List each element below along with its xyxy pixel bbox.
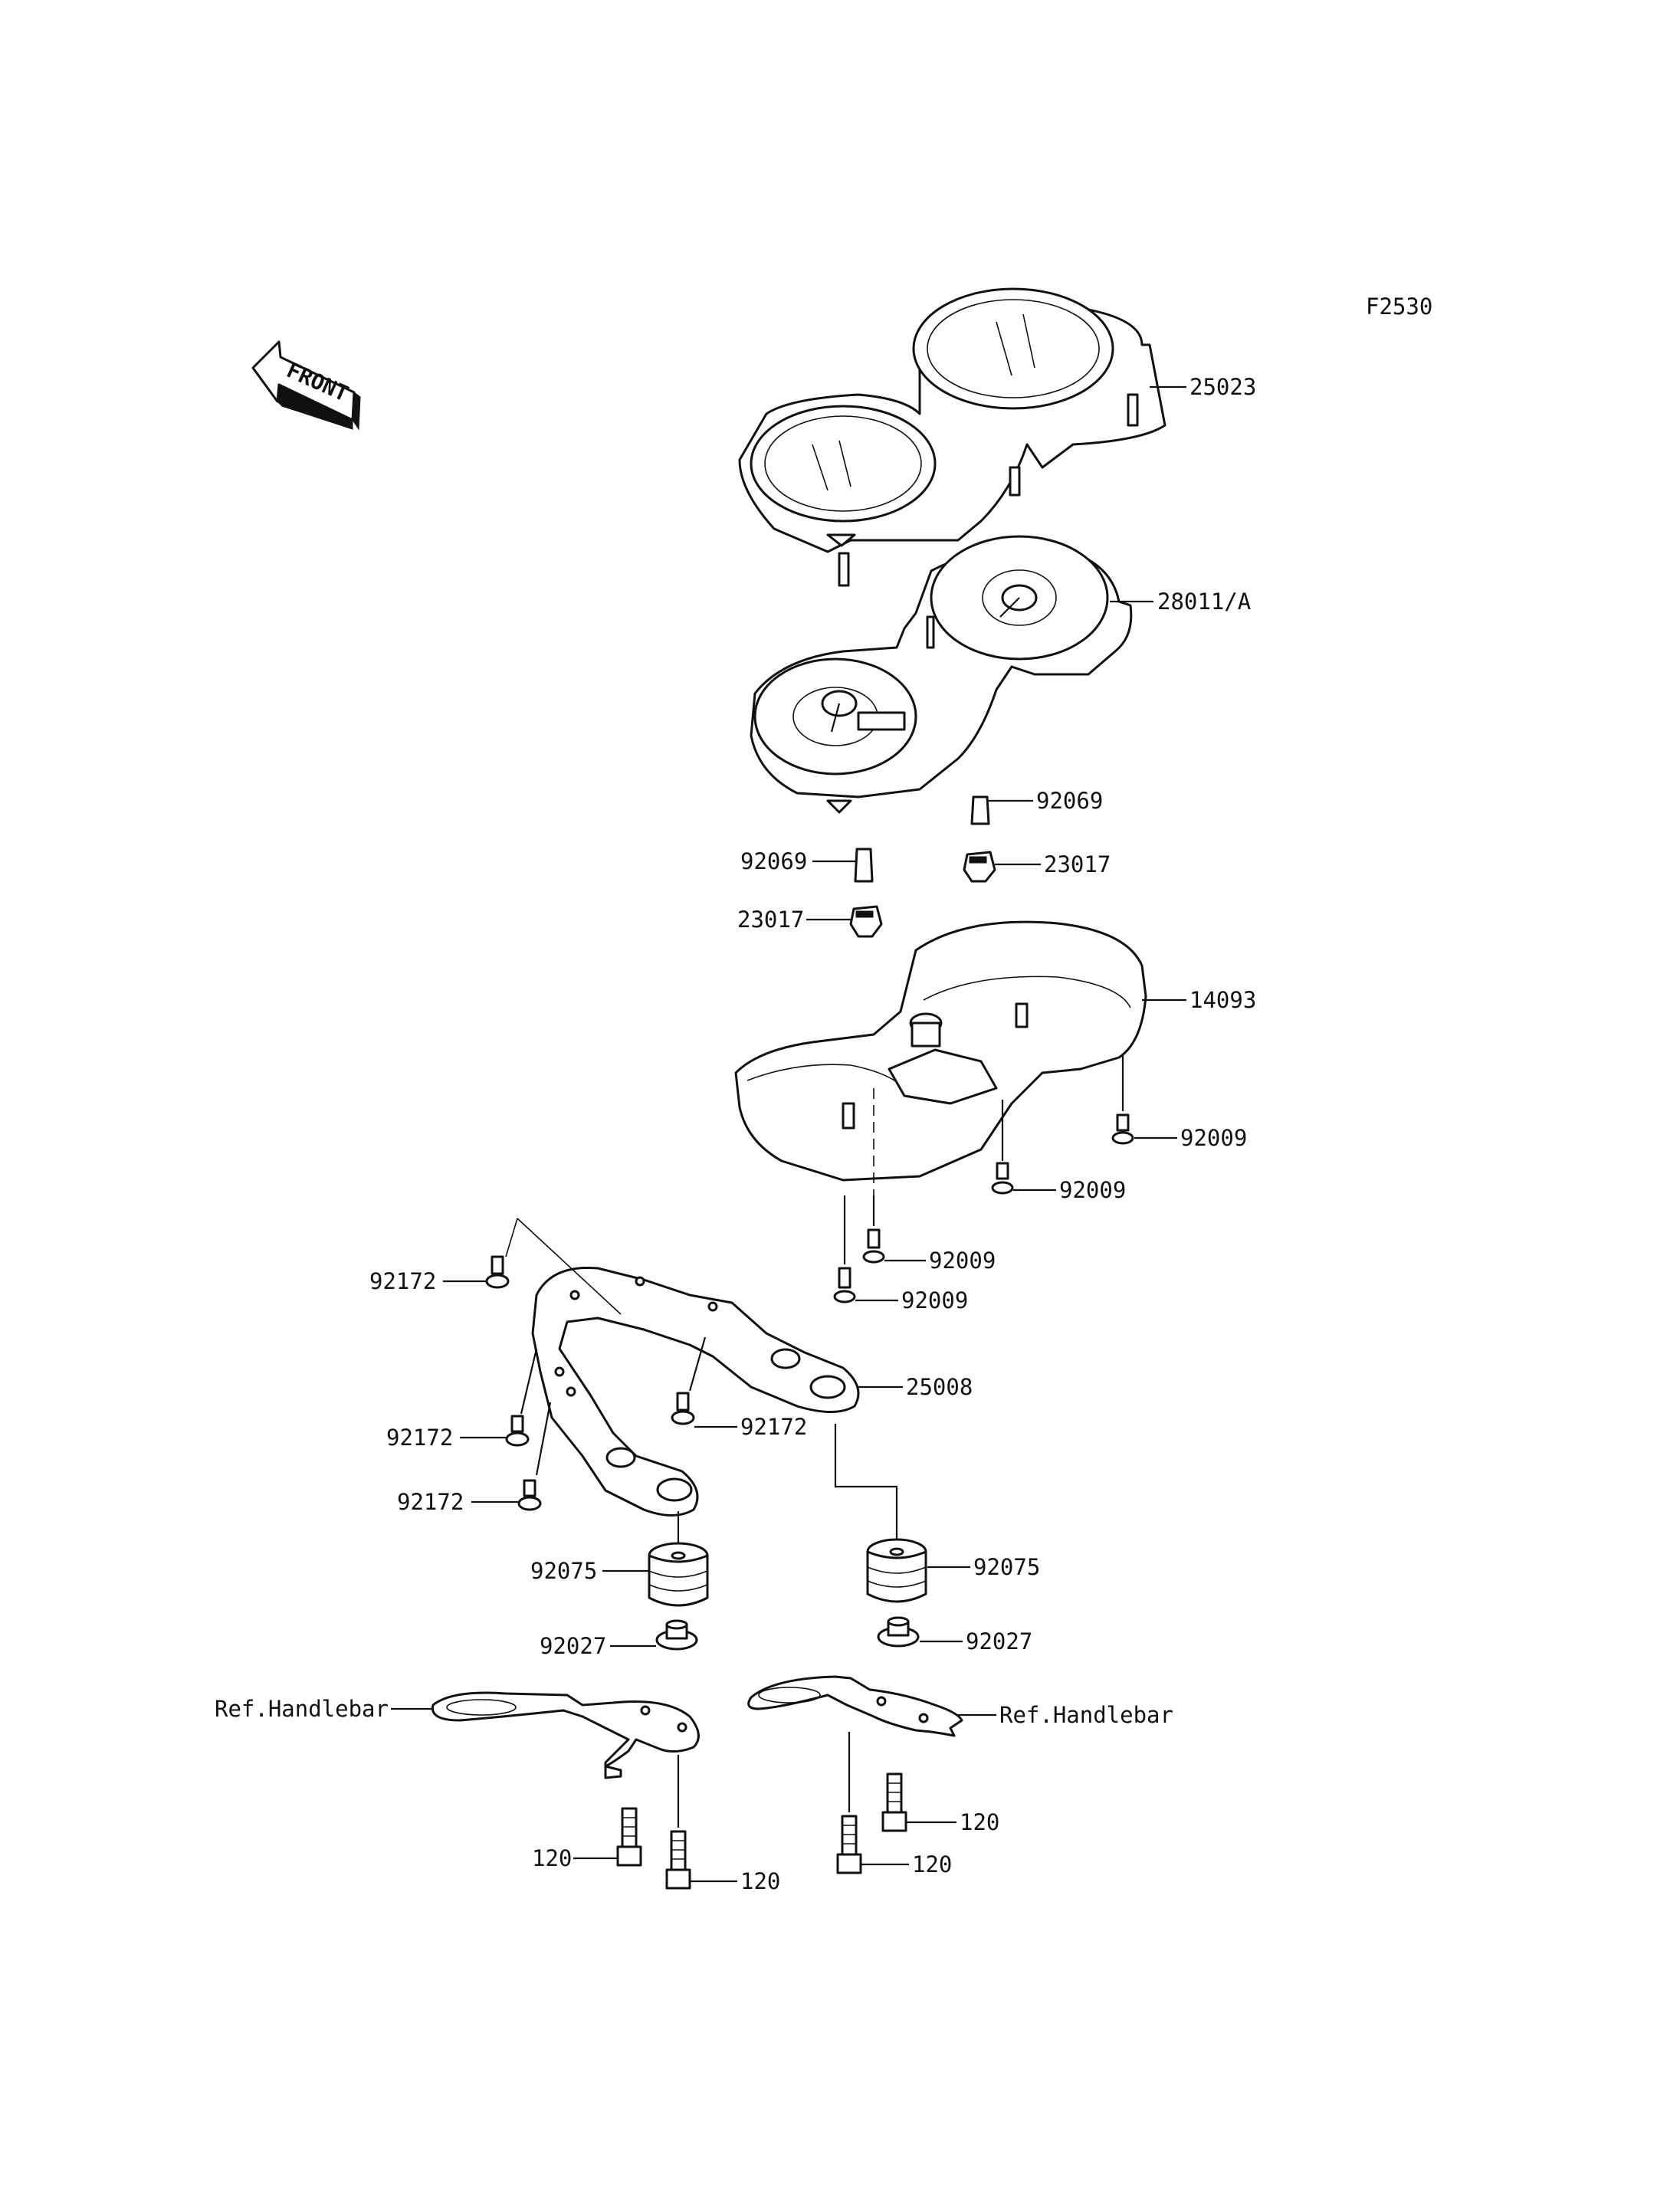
meter-assembly-28011 xyxy=(750,535,1133,814)
handlebar-bracket-left xyxy=(431,1691,700,1779)
callout-ref-handlebar-right: Ref.Handlebar xyxy=(999,1702,1173,1728)
socket-23017-left xyxy=(849,905,883,938)
callout-92172-b: 92172 xyxy=(740,1414,807,1440)
screw-92172-a xyxy=(485,1255,510,1289)
socket-23017-right xyxy=(963,851,996,883)
collar-92027-left xyxy=(655,1619,698,1651)
damper-92075-left xyxy=(648,1542,709,1607)
callout-92027-left: 92027 xyxy=(540,1633,606,1659)
callout-120-d: 120 xyxy=(912,1851,952,1877)
screw-92172-c xyxy=(505,1348,538,1447)
callout-92009-c: 92009 xyxy=(929,1248,996,1274)
diagram-id: F2530 xyxy=(1366,293,1432,320)
screw-92009-b xyxy=(991,1100,1014,1195)
screw-92172-d xyxy=(517,1402,552,1511)
callout-92172-a: 92172 xyxy=(369,1268,436,1294)
screw-92009-d xyxy=(833,1195,856,1303)
callout-92172-c: 92172 xyxy=(386,1425,453,1451)
bolt-120-d xyxy=(836,1732,862,1874)
callout-92172-d: 92172 xyxy=(397,1489,464,1515)
callout-25008: 25008 xyxy=(906,1374,973,1400)
screw-92009-c xyxy=(862,1195,885,1264)
meter-cover-25023 xyxy=(738,287,1166,587)
callout-120-b: 120 xyxy=(740,1868,780,1894)
callout-120-c: 120 xyxy=(960,1809,999,1835)
meter-bracket-25008 xyxy=(505,1218,860,1517)
callout-92069-left: 92069 xyxy=(740,848,807,874)
callout-92075-right: 92075 xyxy=(973,1554,1040,1580)
callout-92069-right: 92069 xyxy=(1036,788,1103,814)
callout-23017-right: 23017 xyxy=(1044,851,1111,877)
screw-92172-b xyxy=(671,1336,707,1425)
front-arrow-icon: FRONT xyxy=(251,340,361,431)
callout-25023: 25023 xyxy=(1189,374,1256,400)
callout-92009-b: 92009 xyxy=(1059,1177,1126,1203)
handlebar-bracket-right xyxy=(747,1675,963,1737)
bulb-92069-left xyxy=(854,848,874,883)
callout-14093: 14093 xyxy=(1189,987,1256,1013)
callout-92009-d: 92009 xyxy=(901,1287,968,1313)
bulb-92069-right xyxy=(970,795,990,825)
bolt-120-b xyxy=(665,1755,691,1890)
callout-28011-a: 28011/A xyxy=(1157,589,1251,615)
callout-92027-right: 92027 xyxy=(966,1628,1032,1654)
bolt-120-a xyxy=(616,1807,642,1867)
callout-23017-left: 23017 xyxy=(737,907,804,933)
callout-ref-handlebar-left: Ref.Handlebar xyxy=(215,1696,389,1722)
collar-92027-right xyxy=(877,1616,920,1648)
callout-92075-left: 92075 xyxy=(530,1558,597,1584)
screw-92009-a xyxy=(1111,1054,1134,1145)
damper-92075-right xyxy=(866,1538,927,1603)
meter-case-14093 xyxy=(734,920,1147,1195)
callout-92009-a: 92009 xyxy=(1180,1125,1247,1151)
bolt-120-c xyxy=(881,1772,907,1832)
callout-120-a: 120 xyxy=(532,1845,572,1871)
